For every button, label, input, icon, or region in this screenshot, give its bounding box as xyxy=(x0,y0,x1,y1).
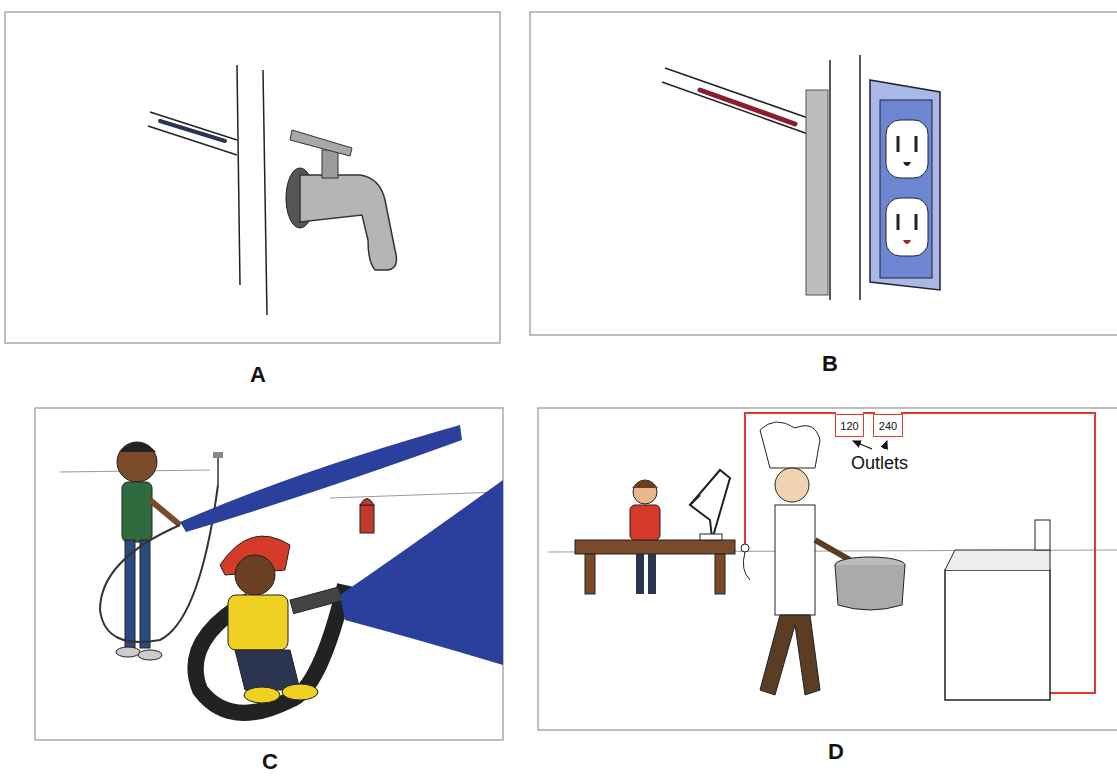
garden-hose xyxy=(100,485,218,642)
callout-label: Outlets xyxy=(851,453,908,474)
outlet xyxy=(870,80,940,290)
ground-line xyxy=(330,492,500,498)
fire-hose xyxy=(196,585,345,713)
boy-with-hose xyxy=(116,442,180,660)
outlet-box: 240 xyxy=(873,414,903,437)
faucet xyxy=(286,130,396,270)
stove xyxy=(945,520,1050,700)
leader-arrow xyxy=(884,441,887,449)
desk-lamp xyxy=(690,470,730,540)
panel-frame xyxy=(538,408,1117,730)
cord xyxy=(743,552,750,580)
panel-letter: B xyxy=(822,351,838,377)
hydrant xyxy=(360,499,374,534)
outlet-box: 120 xyxy=(835,414,864,437)
wall-line xyxy=(829,60,831,300)
panel-frame xyxy=(530,12,1117,335)
water-stream xyxy=(180,425,462,532)
voltage-label: 120 xyxy=(840,420,858,432)
panel-letter: A xyxy=(250,362,266,388)
garden-tap xyxy=(213,452,223,485)
water-pipe xyxy=(148,112,237,155)
plug xyxy=(741,544,749,552)
panel-frame xyxy=(5,12,500,343)
panel-frame xyxy=(35,408,503,740)
table xyxy=(575,540,735,594)
panel-letter: C xyxy=(262,749,278,775)
chef xyxy=(760,422,850,695)
electrical-box xyxy=(806,90,828,295)
wire-conduit xyxy=(662,68,808,134)
pot xyxy=(835,557,905,610)
voltage-label: 240 xyxy=(879,420,897,432)
wall-line xyxy=(859,55,861,300)
panel-letter: D xyxy=(828,739,844,765)
leader-arrow xyxy=(853,441,872,449)
water-stream xyxy=(340,480,503,665)
wall-line xyxy=(237,65,240,285)
child-reading xyxy=(630,480,660,594)
wall-line xyxy=(263,70,267,315)
firefighter xyxy=(220,536,342,703)
